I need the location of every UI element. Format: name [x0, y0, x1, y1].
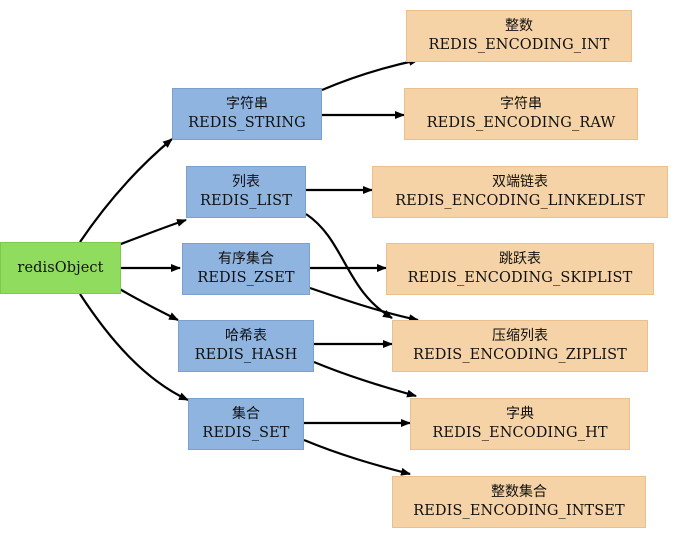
node-encoding-intset-zh: 整数集合	[491, 484, 547, 500]
edge-root-to-set	[79, 293, 189, 401]
node-encoding-raw-en: REDIS_ENCODING_RAW	[426, 115, 616, 131]
node-encoding-linkedlist-en: REDIS_ENCODING_LINKEDLIST	[395, 193, 645, 209]
node-encoding-int-en: REDIS_ENCODING_INT	[428, 37, 610, 53]
node-encoding-raw: 字符串 REDIS_ENCODING_RAW	[404, 88, 638, 140]
node-redis-zset-en: REDIS_ZSET	[197, 270, 295, 286]
edge-root-to-string	[79, 138, 173, 243]
node-redis-string: 字符串 REDIS_STRING	[172, 88, 322, 140]
node-redis-zset-zh: 有序集合	[218, 251, 274, 267]
node-encoding-skiplist-en: REDIS_ENCODING_SKIPLIST	[407, 270, 633, 286]
node-redis-hash: 哈希表 REDIS_HASH	[178, 320, 314, 372]
node-redis-object-label: redisObject	[17, 259, 104, 276]
node-redis-hash-zh: 哈希表	[225, 328, 267, 344]
node-encoding-raw-zh: 字符串	[500, 96, 542, 112]
node-redis-string-zh: 字符串	[226, 96, 268, 112]
node-encoding-ht-zh: 字典	[506, 406, 534, 422]
edge-list-to-ziplist	[305, 213, 393, 319]
node-redis-set-en: REDIS_SET	[202, 425, 290, 441]
node-encoding-ziplist-zh: 压缩列表	[492, 328, 548, 344]
node-encoding-ziplist: 压缩列表 REDIS_ENCODING_ZIPLIST	[392, 320, 648, 372]
node-redis-list: 列表 REDIS_LIST	[186, 166, 306, 218]
edge-hash-to-ht	[313, 360, 417, 398]
node-encoding-ht: 字典 REDIS_ENCODING_HT	[410, 398, 630, 450]
node-redis-list-en: REDIS_LIST	[199, 193, 292, 209]
node-encoding-int: 整数 REDIS_ENCODING_INT	[406, 10, 632, 62]
node-encoding-intset-en: REDIS_ENCODING_INTSET	[413, 503, 625, 519]
node-redis-hash-en: REDIS_HASH	[194, 347, 298, 363]
edge-zset-to-ziplist	[309, 286, 419, 323]
node-encoding-linkedlist: 双端链表 REDIS_ENCODING_LINKEDLIST	[372, 166, 668, 218]
edge-string-to-int	[321, 57, 419, 92]
node-encoding-skiplist-zh: 跳跃表	[499, 251, 541, 267]
node-encoding-linkedlist-zh: 双端链表	[492, 174, 548, 190]
node-encoding-intset: 整数集合 REDIS_ENCODING_INTSET	[392, 476, 646, 528]
node-encoding-ht-en: REDIS_ENCODING_HT	[432, 425, 608, 441]
edge-root-to-list	[117, 218, 187, 247]
node-redis-string-en: REDIS_STRING	[188, 115, 306, 131]
node-encoding-skiplist: 跳跃表 REDIS_ENCODING_SKIPLIST	[386, 243, 654, 295]
edge-set-to-intset	[303, 438, 411, 476]
node-redis-object: redisObject	[0, 242, 121, 294]
node-redis-zset: 有序集合 REDIS_ZSET	[182, 243, 310, 295]
node-redis-set-zh: 集合	[232, 406, 260, 422]
node-redis-set: 集合 REDIS_SET	[188, 398, 304, 450]
node-encoding-ziplist-en: REDIS_ENCODING_ZIPLIST	[413, 347, 627, 363]
node-encoding-int-zh: 整数	[505, 18, 533, 34]
node-redis-list-zh: 列表	[232, 174, 260, 190]
edge-root-to-hash	[117, 287, 179, 321]
